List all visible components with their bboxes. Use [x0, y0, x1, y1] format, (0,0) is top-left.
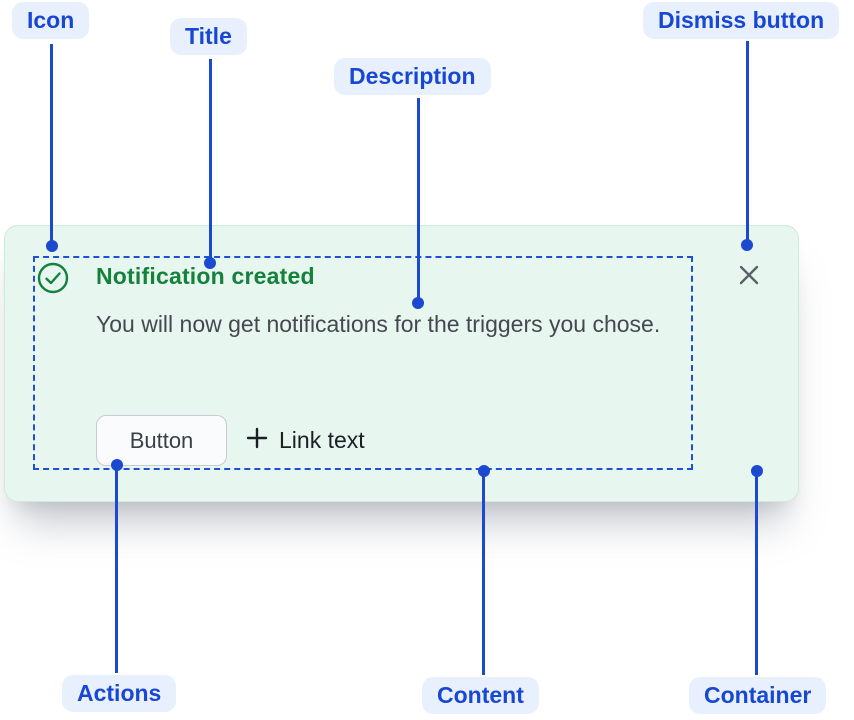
- callout-dot-actions: [111, 459, 123, 471]
- callout-line-actions: [115, 465, 118, 673]
- callout-line-icon: [50, 44, 53, 246]
- callout-line-content: [482, 471, 485, 675]
- callout-dot-dismiss-button: [741, 239, 753, 251]
- toast-link[interactable]: Link text: [246, 415, 365, 466]
- callout-dot-container: [751, 465, 763, 477]
- callout-label-title: Title: [170, 18, 247, 56]
- callout-dot-description: [412, 297, 424, 309]
- content-region-outline: [33, 256, 693, 470]
- callout-label-container: Container: [689, 677, 827, 715]
- callout-line-title: [209, 59, 212, 263]
- toast-action-button[interactable]: Button: [96, 415, 227, 466]
- close-icon: [737, 263, 761, 290]
- callout-dot-content: [478, 465, 490, 477]
- dismiss-button[interactable]: [735, 262, 763, 290]
- plus-icon: [246, 427, 268, 454]
- callout-line-description: [417, 98, 420, 303]
- toast-link-label: Link text: [279, 427, 365, 453]
- callout-label-actions: Actions: [62, 675, 177, 713]
- callout-label-icon: Icon: [12, 2, 90, 40]
- callout-line-container: [755, 471, 758, 675]
- callout-dot-icon: [46, 240, 58, 252]
- check-circle-icon: [37, 262, 69, 294]
- callout-label-description: Description: [334, 58, 491, 96]
- callout-line-dismiss-button: [746, 41, 749, 245]
- callout-label-dismiss-button: Dismiss button: [643, 2, 840, 40]
- callout-label-content: Content: [422, 677, 539, 715]
- callout-dot-title: [204, 257, 216, 269]
- toast-description: You will now get notifications for the t…: [96, 311, 661, 337]
